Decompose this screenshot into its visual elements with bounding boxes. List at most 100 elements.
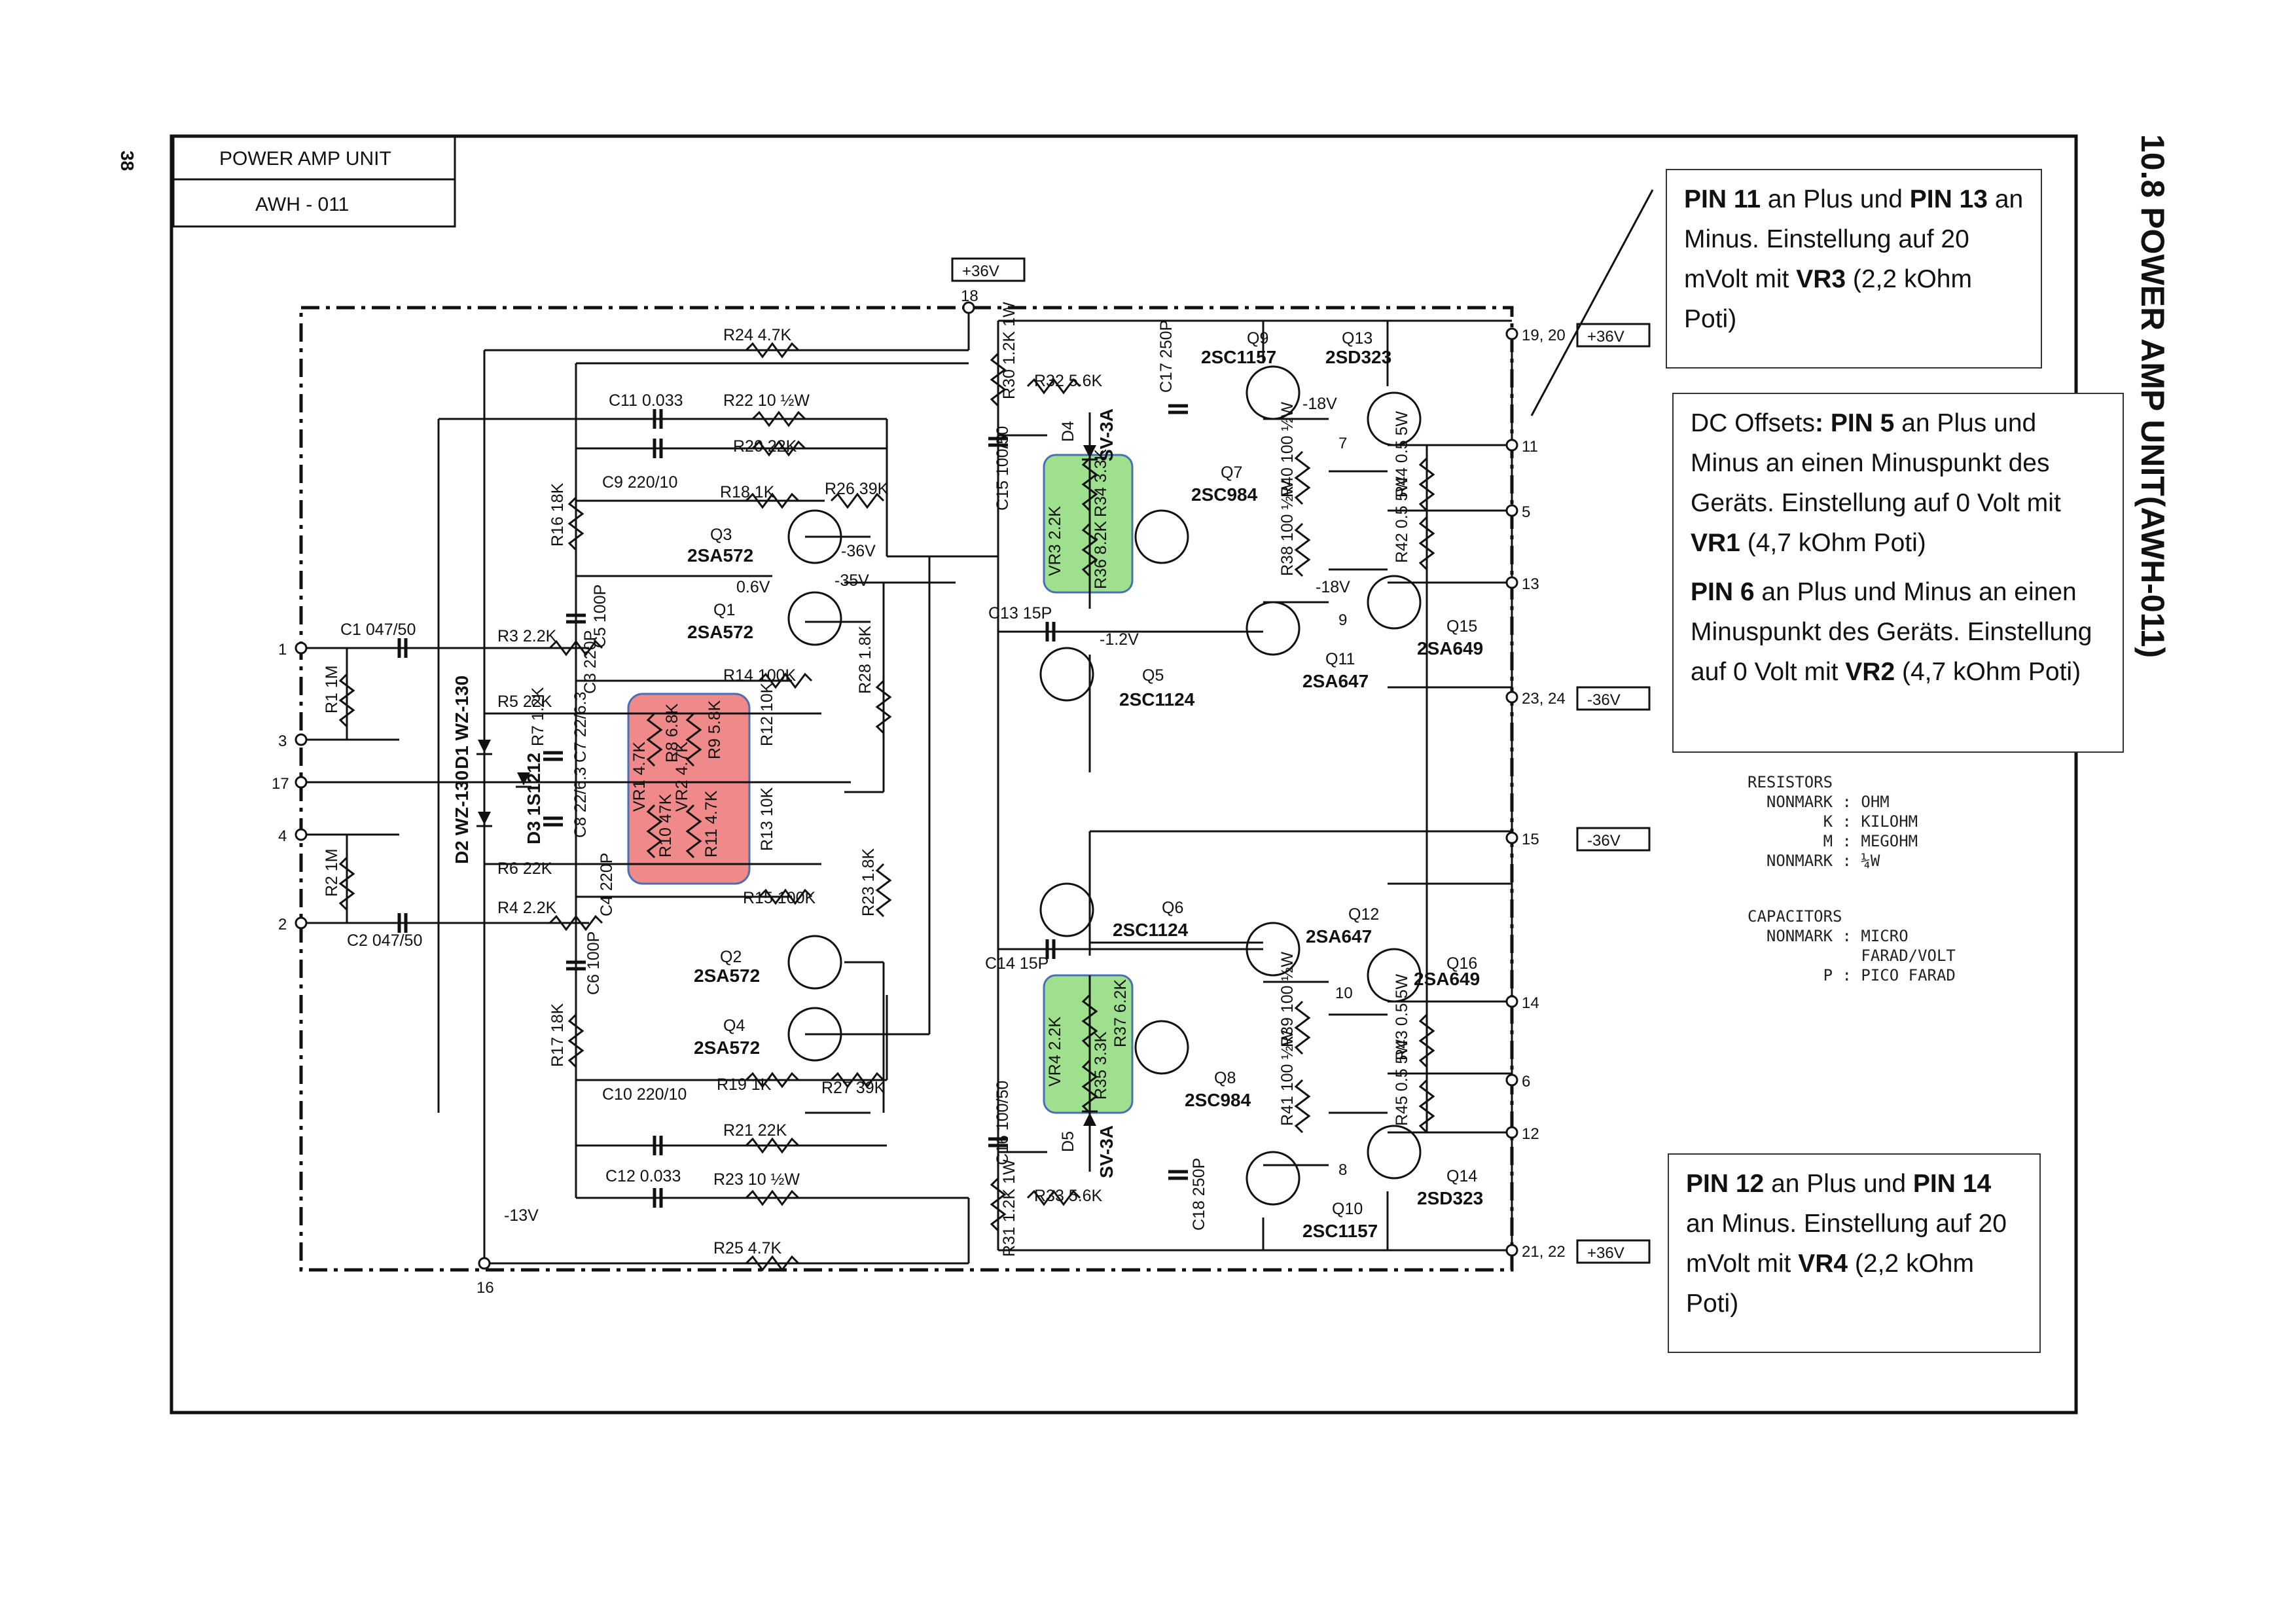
- label-r28: R28 1.8K: [856, 625, 874, 694]
- supply-boxes: +36V +36V -36V -36V +36V: [951, 257, 1651, 1264]
- note2-para2: PIN 6 an Plus und Minus an einen Minuspu…: [1691, 572, 2106, 692]
- pin-18: 18: [961, 287, 978, 305]
- label-r11: R11 4.7K: [702, 790, 721, 857]
- label-d5: D5: [1059, 1131, 1077, 1152]
- label-c18: C18 250P: [1190, 1158, 1208, 1231]
- label-q11-type: 2SA647: [1302, 671, 1369, 691]
- label-q12: Q12: [1348, 905, 1379, 924]
- label-r19: R19 1K: [717, 1075, 772, 1094]
- label-q6-type: 2SC1124: [1113, 920, 1189, 940]
- label-r37: R37 6.2K: [1111, 979, 1130, 1047]
- note2-pin5: : PIN 5: [1815, 409, 1895, 437]
- label-r43: R43 0.5 5W: [1393, 974, 1411, 1060]
- note-bias-upper: PIN 11 an Plus und PIN 13 an Minus. Eins…: [1666, 169, 2042, 369]
- note2-pin6: PIN 6: [1691, 578, 1755, 606]
- pin-8: 8: [1338, 1161, 1347, 1179]
- pin-13: 13: [1522, 575, 1539, 593]
- label-q13-type: 2SD323: [1325, 347, 1391, 367]
- label-c10: C10 220/10: [602, 1085, 687, 1104]
- note1-text-b: an Minus. Einstellung auf 20 mVolt mit: [1684, 185, 2024, 293]
- label-c6: C6 100P: [584, 931, 603, 995]
- label-c7: C7 22/6.3: [571, 692, 590, 763]
- label-q16-type: 2SA649: [1414, 969, 1480, 989]
- note2-para1: DC Offsets: PIN 5 an Plus und Minus an e…: [1691, 403, 2106, 563]
- label-c5: C5 100P: [591, 585, 609, 648]
- unit-box: POWER AMP UNIT AWH - 011: [172, 135, 456, 228]
- pin-4: 4: [278, 827, 287, 845]
- note2-text-a: an Plus und Minus an einen Minuspunkt de…: [1691, 409, 2061, 517]
- pin-7: 7: [1338, 435, 1347, 452]
- label-r7: R7 1.2K: [529, 687, 547, 746]
- label-q15: Q15: [1446, 617, 1477, 636]
- note1-text-a: an Plus und: [1761, 185, 1910, 213]
- label-v36n: -36V: [841, 542, 876, 560]
- label-q1-type: 2SA572: [687, 622, 753, 642]
- label-v13n: -13V: [504, 1206, 539, 1225]
- label-d4: D4: [1059, 421, 1077, 442]
- label-q1: Q1: [713, 601, 735, 619]
- label-v06: 0.6V: [736, 578, 770, 596]
- transistor-symbols: [787, 365, 1422, 1206]
- label-sv3a-2: SV-3A: [1096, 1125, 1117, 1178]
- label-sv3a-1: SV-3A: [1096, 408, 1117, 461]
- label-q15-type: 2SA649: [1417, 638, 1483, 659]
- note1-pin11: PIN 11: [1684, 185, 1761, 213]
- note-pointer-line: [1530, 189, 1654, 416]
- label-vr1: VR1 4.7K: [630, 742, 649, 812]
- supply-pin15-label: -36V: [1587, 832, 1621, 850]
- label-q10: Q10: [1332, 1200, 1363, 1218]
- unit-box-title: POWER AMP UNIT: [219, 148, 391, 170]
- label-c16: C16 100/50: [994, 1081, 1012, 1165]
- label-r31: R31 1.2K 1W: [1000, 1159, 1018, 1257]
- pin-6: 6: [1522, 1073, 1530, 1091]
- label-r23: R23 1.8K: [859, 848, 878, 916]
- label-c12: C12 0.033: [605, 1167, 681, 1185]
- note1-text-c: (2,2 kOhm Poti): [1684, 265, 1972, 333]
- label-q14-type: 2SD323: [1417, 1188, 1483, 1208]
- label-r41: R41 100 ½W: [1278, 1030, 1297, 1126]
- label-r15: R15 100K: [743, 889, 816, 907]
- label-c4: C4 220P: [598, 853, 616, 916]
- pin-3: 3: [278, 732, 287, 750]
- label-q4-type: 2SA572: [694, 1038, 760, 1058]
- label-c1: C1 047/50: [340, 621, 416, 639]
- label-r30: R30 1.2K 1W: [1000, 302, 1018, 399]
- label-r4: R4 2.2K: [497, 899, 557, 917]
- label-q11: Q11: [1325, 650, 1355, 668]
- diode-symbols: [476, 445, 1098, 1126]
- capacitor-legend: CAPACITORS NONMARK : MICRO FARAD/VOLT P …: [1748, 907, 1956, 984]
- note-bias-lower: PIN 12 an Plus und PIN 14 an Minus. Eins…: [1668, 1153, 2041, 1353]
- label-r38: R38 100 ½W: [1278, 480, 1297, 576]
- label-r20: R20 22K: [733, 437, 797, 456]
- label-q3: Q3: [710, 526, 732, 544]
- label-r35: R35 3.3K: [1092, 1031, 1110, 1100]
- note-dc-offsets: DC Offsets: PIN 5 an Plus und Minus an e…: [1672, 393, 2124, 753]
- pin-15: 15: [1522, 831, 1539, 848]
- board-outline: [299, 306, 1514, 1272]
- outer-frame: [170, 134, 2078, 1415]
- capacitor-symbols: [397, 404, 1188, 1208]
- label-vr2: VR2 4.7K: [673, 742, 691, 812]
- pin-12: 12: [1522, 1125, 1539, 1143]
- label-q4: Q4: [723, 1017, 745, 1035]
- label-r1: R1 1M: [323, 665, 341, 713]
- label-q8-type: 2SC984: [1185, 1090, 1251, 1110]
- label-r36: R36 8.2K: [1092, 520, 1110, 589]
- resistor-symbols: [338, 342, 1435, 1272]
- label-r26: R26 39K: [825, 480, 889, 498]
- label-q6: Q6: [1162, 899, 1183, 917]
- label-r21: R21 22K: [723, 1121, 787, 1140]
- label-q2: Q2: [720, 948, 742, 966]
- label-c3: C3 220P: [581, 630, 600, 694]
- supply-pin21-22-label: +36V: [1587, 1244, 1624, 1262]
- label-r25: R25 4.7K: [713, 1239, 782, 1257]
- label-r12: R12 10K: [758, 682, 776, 746]
- label-c8: C8 22/6.3: [571, 767, 590, 838]
- label-q2-type: 2SA572: [694, 965, 760, 986]
- label-c17: C17 250P: [1157, 320, 1175, 393]
- note1-pin13: PIN 13: [1909, 185, 1988, 213]
- label-r14: R14 100K: [723, 666, 797, 685]
- pin-19-20: 19, 20: [1522, 327, 1566, 344]
- note2-text-b: (4,7 kOhm Poti): [1740, 529, 1926, 557]
